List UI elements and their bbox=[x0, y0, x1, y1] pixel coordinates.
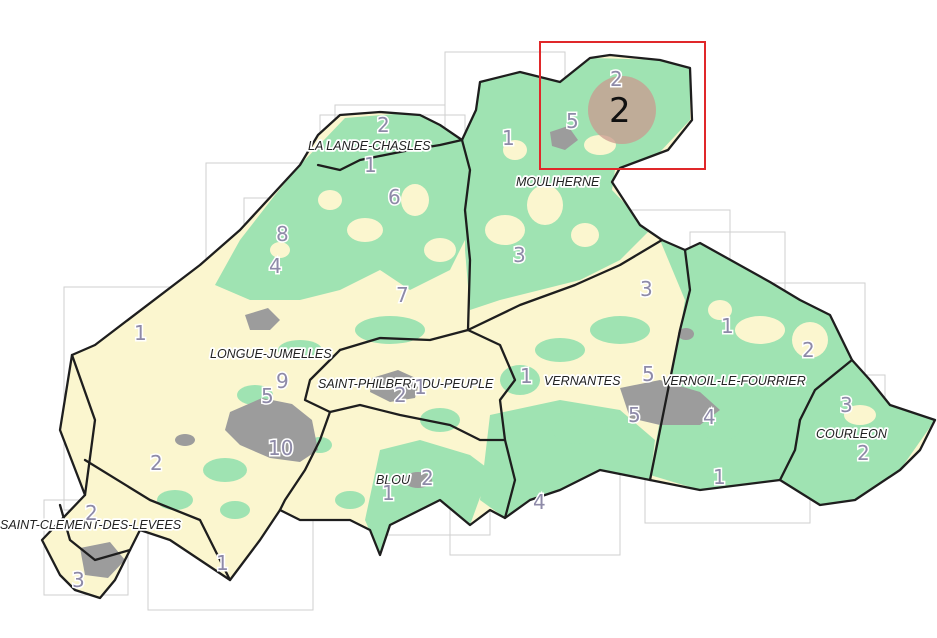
commune-boundaries bbox=[40, 53, 937, 600]
count-label: 5 bbox=[261, 384, 274, 408]
count-label: 1 bbox=[414, 375, 427, 399]
count-label: 5 bbox=[566, 109, 579, 133]
count-label: 2 bbox=[150, 451, 163, 475]
count-label: 7 bbox=[396, 283, 409, 307]
count-label: 2 bbox=[421, 466, 434, 490]
count-label: 1 bbox=[134, 321, 147, 345]
commune-label: BLOU bbox=[376, 473, 411, 487]
commune-label: SAINT-CLEMENT-DES-LEVEES bbox=[0, 518, 182, 532]
commune-label: SAINT-PHILBERT-DU-PEUPLE bbox=[318, 377, 494, 391]
count-label: 1 bbox=[364, 153, 377, 177]
commune-labels: LA LANDE-CHASLES MOULIHERNE LONGUE-JUMEL… bbox=[0, 137, 890, 534]
commune-label: VERNOIL-LE-FOURRIER bbox=[662, 374, 806, 388]
commune-label: VERNANTES bbox=[544, 374, 621, 388]
count-label: 3 bbox=[640, 277, 653, 301]
count-label: 3 bbox=[840, 393, 853, 417]
count-label: 6 bbox=[388, 185, 401, 209]
count-label: 4 bbox=[269, 254, 282, 278]
commune-label: MOULIHERNE bbox=[516, 175, 600, 189]
count-label: 5 bbox=[642, 362, 655, 386]
count-label: 2 bbox=[610, 67, 623, 91]
count-label: 9 bbox=[276, 369, 289, 393]
count-label: 1 bbox=[502, 126, 515, 150]
count-label: 1 bbox=[713, 465, 726, 489]
count-label: 3 bbox=[72, 568, 85, 592]
count-label: 3 bbox=[513, 243, 526, 267]
count-label: 2 bbox=[377, 113, 390, 137]
count-label: 1 bbox=[382, 481, 395, 505]
count-label: 1 bbox=[216, 551, 229, 575]
count-label: 5 bbox=[628, 403, 641, 427]
selected-sheet-box[interactable] bbox=[539, 41, 706, 170]
count-label: 2 bbox=[394, 383, 407, 407]
count-label: 2 bbox=[802, 338, 815, 362]
selected-sheet-count: 2 bbox=[609, 91, 631, 131]
count-label: 2 bbox=[857, 441, 870, 465]
commune-label: LONGUE-JUMELLES bbox=[210, 347, 332, 361]
commune-label: COURLEON bbox=[816, 427, 888, 441]
sheet-counts: 2 1 6 8 4 7 1 5 1 3 3 1 2 5 9 5 10 2 1 1… bbox=[71, 66, 872, 594]
count-label: 1 bbox=[721, 314, 734, 338]
count-label: 2 bbox=[85, 501, 98, 525]
count-label: 4 bbox=[533, 490, 546, 514]
count-label: 4 bbox=[703, 405, 716, 429]
commune-label: LA LANDE-CHASLES bbox=[308, 139, 431, 153]
count-label: 10 bbox=[268, 436, 293, 460]
count-label: 1 bbox=[520, 364, 533, 388]
count-label: 8 bbox=[276, 222, 289, 246]
